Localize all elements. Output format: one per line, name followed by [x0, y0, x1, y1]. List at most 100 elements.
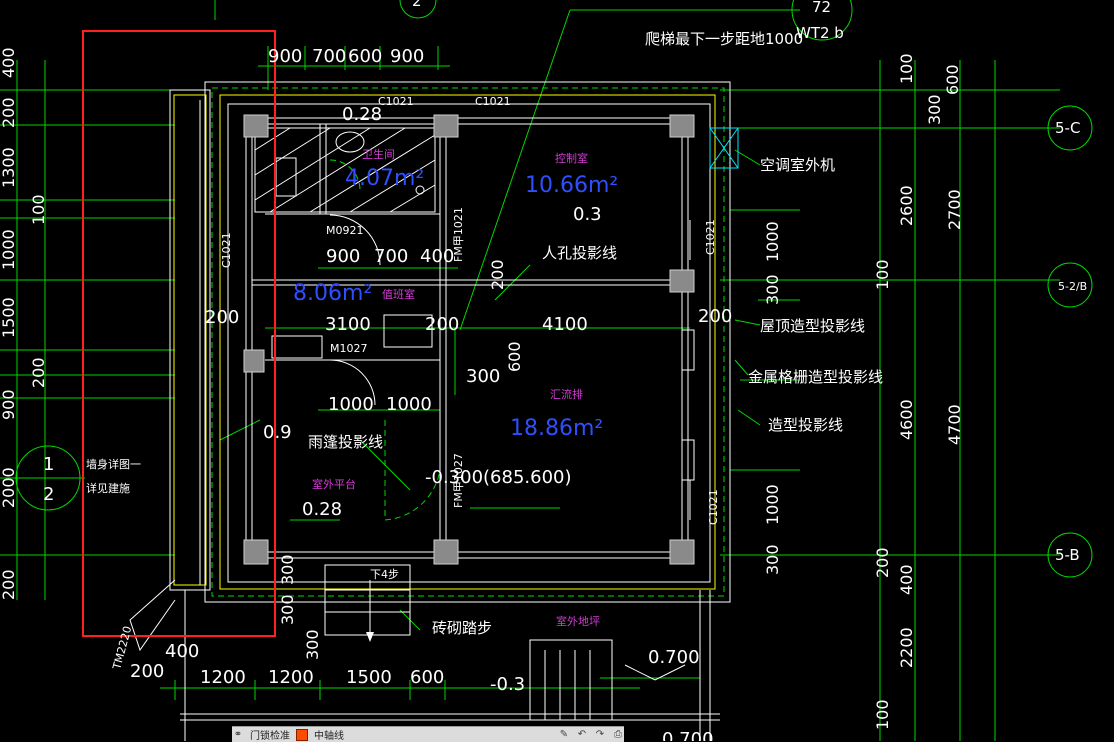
axis-left-top: 1	[43, 454, 54, 475]
tag-c1021e: C1021	[707, 489, 720, 525]
dim-028a: 0.28	[342, 104, 382, 125]
label-ac: 空调室外机	[760, 156, 835, 174]
dim-bottom-1: 1200	[268, 667, 314, 688]
door-swings	[329, 159, 441, 521]
axis-c: 5-C	[1055, 119, 1080, 137]
tag-m1027: M1027	[330, 342, 368, 355]
toilet-hatch	[254, 127, 436, 213]
label-roof: 屋顶造型投影线	[760, 317, 865, 335]
selection-highlight[interactable]	[82, 30, 276, 637]
side-dim-3: 300	[763, 544, 782, 575]
step-arrows	[366, 580, 686, 681]
left-dim-0: 400	[0, 47, 18, 78]
redo-icon[interactable]: ↷	[595, 729, 605, 740]
taskbar-layer-label: 门锁检准	[250, 731, 290, 742]
tag-c1021d: C1021	[704, 219, 717, 255]
area-control: 10.66m²	[525, 173, 618, 198]
building-outline	[169, 81, 731, 603]
window-marks	[681, 127, 739, 520]
left-dim-1: 200	[0, 97, 18, 128]
dim-200d: 200	[488, 259, 507, 290]
label-manhole: 人孔投影线	[542, 244, 617, 262]
dim-bottom-0: 1200	[200, 667, 246, 688]
dim-mid-0: 900	[326, 246, 360, 267]
room-toilet: 卫生间	[362, 147, 395, 161]
area-sink: 18.86m²	[510, 416, 603, 441]
left-dim-2: 1300	[0, 147, 18, 188]
low-dim-1: 300	[278, 594, 297, 625]
undo-icon[interactable]: ↶	[577, 729, 587, 740]
tag-m0921: M0921	[326, 224, 364, 237]
taskbar-current-layer[interactable]: 中轴线	[314, 731, 344, 742]
wall-note-2: 详见建施	[86, 481, 130, 495]
right-col1-6: 100	[873, 699, 892, 730]
right-col2-1: 2700	[945, 189, 964, 230]
dim-200f: 200	[130, 661, 164, 682]
dim-mid-1: 700	[374, 246, 408, 267]
dim-bottom-3: 600	[410, 667, 444, 688]
area-duty: 8.06m²	[293, 281, 372, 306]
dim-200b: 200	[425, 314, 459, 335]
label-model: 造型投影线	[768, 416, 843, 434]
axis-bubbles	[15, 0, 1093, 578]
left-dim-8: 2000	[0, 467, 18, 508]
side-dim-0: 1000	[763, 221, 782, 262]
right-col3-0: 600	[943, 64, 962, 95]
dim-mid-2: 400	[420, 246, 454, 267]
dim-03: 0.3	[573, 204, 602, 225]
low-dim-2: 300	[303, 629, 322, 660]
axis-mid: 5-2/B	[1058, 280, 1087, 293]
dim-09: 0.9	[263, 422, 292, 443]
left-dim-9: 200	[0, 569, 18, 600]
label-steps: 下4步	[370, 568, 399, 581]
text-layer: 爬梯最下一步距地1000 WT2 b 72 2 900 700 600 900 …	[0, 0, 1087, 741]
tag-fm1021: FM甲1021	[452, 207, 465, 262]
dim-top-0: 900	[268, 46, 302, 67]
axis-left-bot: 2	[43, 484, 54, 505]
top-note: 爬梯最下一步距地1000	[645, 30, 803, 48]
wall-note-1: 墙身详图一	[86, 457, 141, 471]
right-col1-0: 100	[897, 53, 916, 84]
pencil-icon[interactable]: ✎	[559, 729, 569, 740]
taskbar[interactable]: ⚭ 门锁检准 中轴线 ✎ ↶ ↷ ⎙	[232, 726, 624, 742]
side-dim-2: 1000	[763, 484, 782, 525]
right-col2-3: 400	[897, 564, 916, 595]
dim-3100: 3100	[325, 314, 371, 335]
axis-b: 5-B	[1055, 546, 1080, 564]
dim-200a: 200	[205, 307, 239, 328]
elev-main: -0.300(685.600)	[425, 467, 572, 488]
elev-0700a: 0.700	[648, 647, 700, 668]
tag-c1021c: C1021	[220, 232, 233, 268]
t72-label: 72	[812, 0, 831, 16]
label-canopy: 雨篷投影线	[308, 433, 383, 451]
dim-4100: 4100	[542, 314, 588, 335]
area-toilet: 4.07m²	[345, 166, 424, 191]
interior-walls	[129, 117, 720, 741]
elev-0700b: 0.700	[662, 729, 714, 741]
dim-top-2: 600	[348, 46, 382, 67]
dim-top-1: 700	[312, 46, 346, 67]
dim-1000a: 1000	[328, 394, 374, 415]
room-duty: 值班室	[382, 287, 415, 301]
structural-columns	[243, 114, 695, 565]
print-icon[interactable]: ⎙	[614, 729, 622, 740]
dim-400: 400	[165, 641, 199, 662]
dim-bottom-2: 1500	[346, 667, 392, 688]
right-col1-3: 4600	[897, 399, 916, 440]
layer-manager-icon[interactable]: ⚭	[233, 729, 243, 740]
layer-color-swatch[interactable]	[296, 728, 308, 741]
wt2b-label: WT2 b	[796, 24, 844, 42]
left-dim-7: 900	[0, 389, 18, 420]
left-dim-5: 1500	[0, 297, 18, 338]
left-dim-6: 200	[29, 357, 48, 388]
room-control: 控制室	[555, 151, 588, 165]
right-col1-1: 2600	[897, 185, 916, 226]
dim-top-3: 900	[390, 46, 424, 67]
right-col1-2: 100	[873, 259, 892, 290]
right-col1-4: 200	[873, 547, 892, 578]
right-col2-0: 300	[925, 94, 944, 125]
left-dim-3: 100	[29, 194, 48, 225]
label-brick: 砖砌踏步	[432, 619, 492, 637]
left-dim-4: 1000	[0, 229, 18, 270]
